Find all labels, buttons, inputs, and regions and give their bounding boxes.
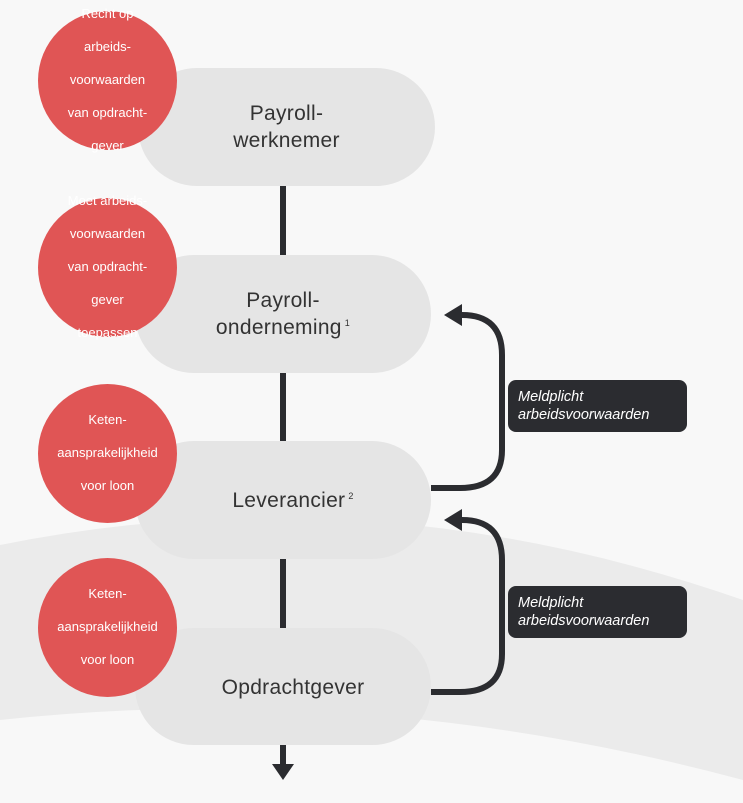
node-payroll-werknemer: Payroll- werknemer: [138, 68, 435, 186]
circle-text-line: van opdracht-: [67, 105, 148, 121]
report-arrowhead-2: [444, 509, 462, 531]
circle-text-line: Moet arbeids-: [67, 193, 148, 209]
circle-text-line: voorwaarden: [69, 72, 146, 88]
circle-text-line: voorwaarden: [69, 226, 146, 242]
circle-text-line: toepassen: [77, 325, 138, 341]
circle-text-line: voor loon: [80, 478, 135, 494]
circle-text-line: arbeids-: [84, 39, 131, 55]
role-circle-payroll-werknemer: Recht op arbeids- voorwaarden van opdrac…: [38, 6, 177, 153]
node-label-line1: Payroll-: [249, 102, 324, 125]
node-label-line1: Payroll-: [246, 289, 320, 312]
node-label-line2: onderneming: [215, 316, 342, 339]
circle-text-line: voor loon: [80, 652, 135, 668]
circle-text-line: Recht op: [81, 6, 134, 22]
circle-text-line: van opdracht-: [67, 259, 148, 275]
circle-text-line: aansprakelijkheid: [57, 619, 158, 635]
note-line1: Meldplicht: [518, 389, 584, 405]
report-duty-note-1: Meldplicht arbeidsvoorwaarden: [508, 380, 687, 432]
footnote-marker: 1: [344, 318, 351, 328]
node-label: Leverancier: [232, 488, 346, 512]
chain-arrowhead-down: [272, 764, 294, 780]
role-circle-payroll-onderneming: Moet arbeids- voorwaarden van opdracht- …: [38, 193, 177, 340]
circle-text-line: Keten-: [88, 586, 127, 602]
node-label-line2: werknemer: [233, 129, 340, 152]
role-circle-opdrachtgever: Keten- aansprakelijkheid voor loon: [38, 558, 177, 697]
node-label: Opdrachtgever: [221, 676, 365, 699]
circle-text-line: gever: [91, 292, 124, 308]
report-duty-note-2: Meldplicht arbeidsvoorwaarden: [508, 586, 687, 638]
report-arrowhead-1: [444, 304, 462, 326]
node-opdrachtgever: Opdrachtgever: [135, 628, 431, 745]
report-arrow-2: [431, 517, 505, 695]
role-circle-leverancier: Keten- aansprakelijkheid voor loon: [38, 384, 177, 523]
note-line1: Meldplicht: [518, 595, 584, 611]
report-arrow-1: [431, 312, 505, 491]
note-line2: arbeidsvoorwaarden: [518, 613, 650, 629]
circle-text-line: Keten-: [88, 412, 127, 428]
note-line2: arbeidsvoorwaarden: [518, 407, 650, 423]
footnote-marker: 2: [348, 490, 354, 501]
circle-text-line: aansprakelijkheid: [57, 445, 158, 461]
circle-text-line: gever: [91, 138, 124, 154]
